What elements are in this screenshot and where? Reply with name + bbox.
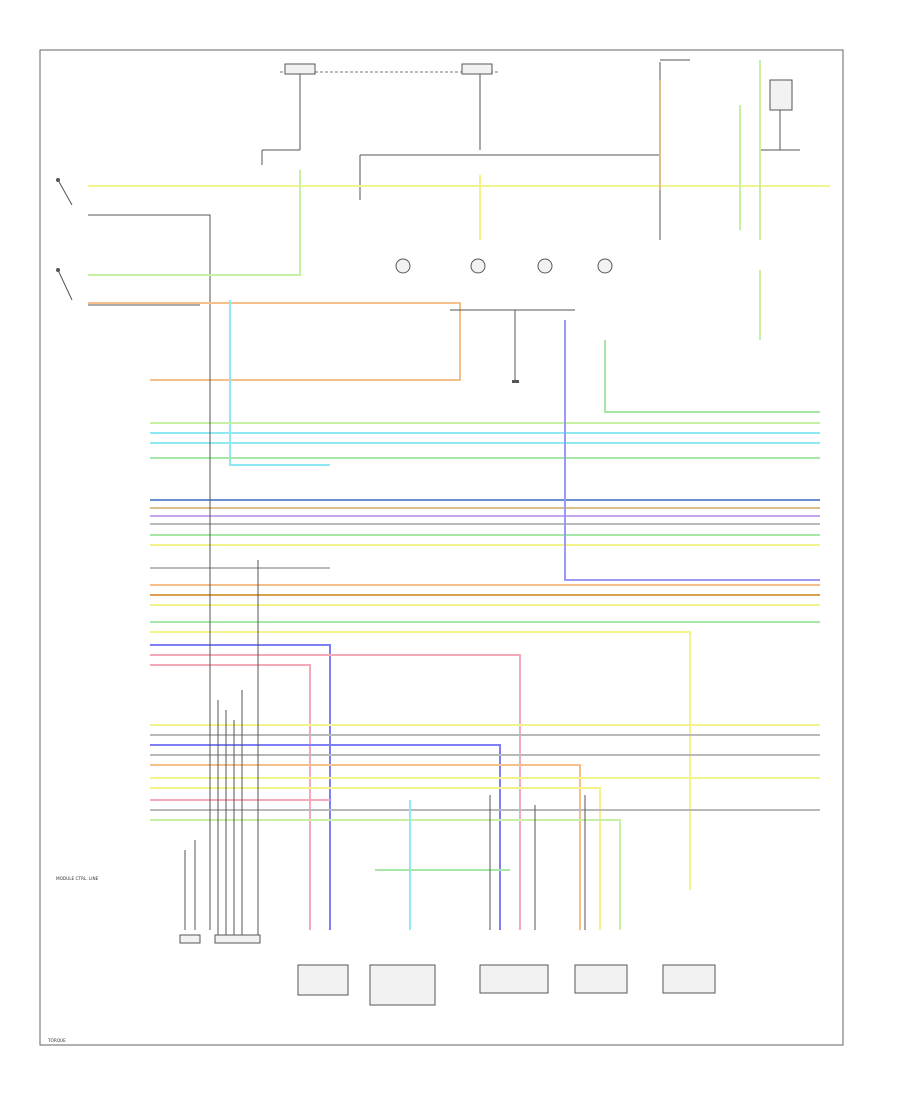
connector-icon: [479, 964, 549, 994]
connector-icon: [662, 964, 716, 994]
connector-icon: [297, 964, 349, 996]
connector-icon: [179, 934, 201, 944]
fuse-icon: [284, 63, 316, 75]
relay-icon: [769, 79, 793, 111]
connector-icon: [574, 964, 628, 994]
ground-wires: [184, 309, 586, 940]
fuse-block-region: [261, 59, 800, 240]
switch-icon: [56, 268, 60, 272]
lamp-icon: [597, 258, 613, 274]
module-label: MODULE CTRL. LINE: [56, 876, 99, 881]
connector-icon: [214, 934, 261, 944]
left-switches: [56, 178, 211, 320]
lamp-icon: [470, 258, 486, 274]
ground-icon: [512, 380, 519, 383]
solenoid-icon: [369, 964, 436, 1006]
bottom-connectors: [179, 934, 716, 1006]
lamp-icon: [395, 258, 411, 274]
fuse-icon: [461, 63, 493, 75]
diagram-frame: [39, 49, 844, 1046]
switch-icon: [56, 178, 60, 182]
footnote-label: TORQUE: [47, 1038, 66, 1043]
indicator-lamps: [395, 258, 613, 274]
lamp-icon: [537, 258, 553, 274]
wire-harness: [88, 60, 830, 930]
